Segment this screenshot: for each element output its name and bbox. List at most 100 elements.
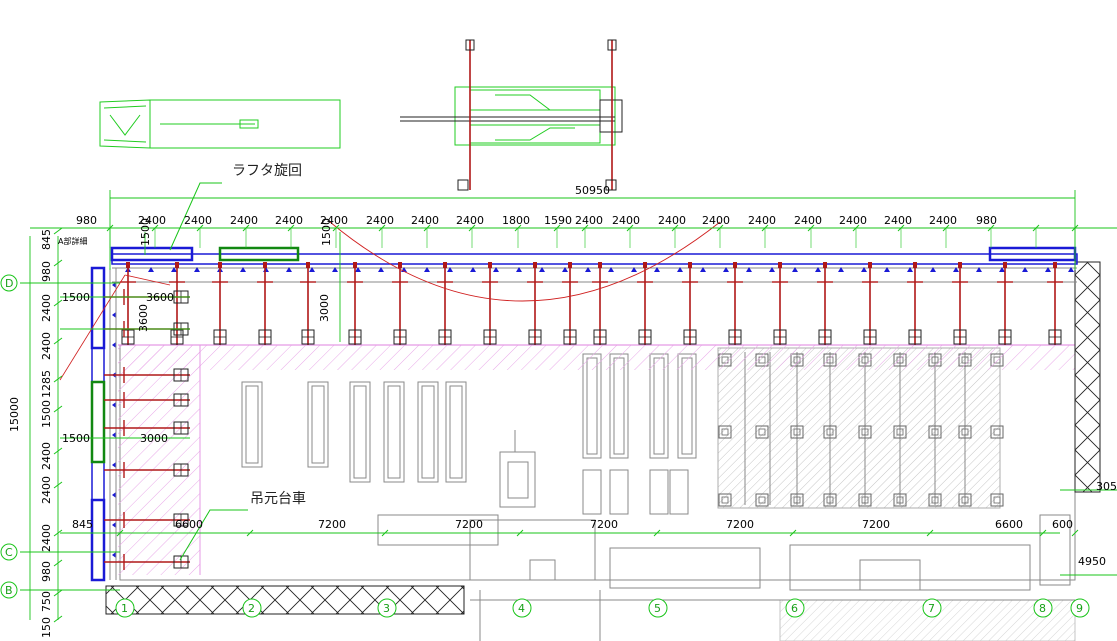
left-dim-tick (53, 259, 63, 267)
rail-mark (286, 267, 292, 272)
rail-mark (562, 267, 568, 272)
top-dim-1: 2400 (138, 214, 166, 227)
inner-dim-1500a: 1500 (62, 291, 90, 304)
bottom-dim-tick (116, 529, 124, 537)
axis-bubble (0, 581, 18, 599)
rail-mark (112, 282, 116, 288)
steel-support (727, 262, 743, 345)
steel-support (257, 262, 273, 345)
left-dim-6: 2400 (40, 442, 53, 470)
building-column-core (993, 428, 1001, 436)
top-dim-10: 1590 (544, 214, 572, 227)
rail-mark (112, 432, 116, 438)
rail-mark (976, 267, 982, 272)
steel-support (682, 262, 698, 345)
rail-mark (378, 267, 384, 272)
rail-mark (493, 267, 499, 272)
top-dim-17: 2400 (839, 214, 867, 227)
building-column-core (993, 496, 1001, 504)
axis-bubble (922, 598, 942, 618)
steel-support (527, 262, 543, 345)
steel-support (104, 367, 190, 383)
left-dim-tick (53, 299, 63, 307)
rail-mark (194, 267, 200, 272)
building-column-core (721, 496, 729, 504)
axis-label: 7 (928, 602, 935, 615)
top-dim-0: 980 (76, 214, 97, 227)
steel-support (817, 262, 833, 345)
building-column (790, 493, 804, 507)
axis-label: 1 (121, 602, 128, 615)
rail-mark (746, 267, 752, 272)
rafter-leader (169, 182, 222, 251)
top-dim-19: 2400 (929, 214, 957, 227)
left-dimension-texts: 8459802400240012851500240024002400980750… (40, 229, 53, 638)
rail-mark (654, 267, 660, 272)
rail-mark (355, 267, 361, 272)
building-column (990, 425, 1004, 439)
rail-mark (792, 267, 798, 272)
rail-mark (631, 267, 637, 272)
axis-label: 3 (383, 602, 390, 615)
rail-mark (112, 342, 116, 348)
steel-support (104, 512, 190, 528)
building-column-core (826, 496, 834, 504)
building-column-core (826, 428, 834, 436)
steel-support (952, 262, 968, 345)
left-dim-tick (53, 559, 63, 567)
axis-label: 5 (654, 602, 661, 615)
right-truss (1074, 261, 1101, 493)
top-dim-3: 2400 (230, 214, 258, 227)
axis-bubble (785, 598, 805, 618)
bottom-dim-tick (1071, 529, 1079, 537)
building-column (928, 425, 942, 439)
steel-support (392, 262, 408, 345)
steel-support (300, 262, 316, 345)
axis-label: C (5, 546, 13, 559)
building-column-core (758, 496, 766, 504)
building-column (858, 425, 872, 439)
axis-label: 9 (1076, 602, 1083, 615)
rail-mark (1045, 267, 1051, 272)
bottom-dim-3: 7200 (455, 518, 483, 531)
detail-label: A部詳細 (58, 236, 87, 246)
steel-support (637, 262, 653, 345)
building-column-core (896, 496, 904, 504)
rail-mark (332, 267, 338, 272)
rail-mark (838, 267, 844, 272)
inner-dim-1500c: 1500 (320, 218, 333, 246)
bottom-dim-7: 6600 (995, 518, 1023, 531)
steel-support (997, 262, 1013, 345)
building-column-core (961, 496, 969, 504)
rail-mark (112, 522, 116, 528)
rail-mark (769, 267, 775, 272)
bottom-dim-8: 600 (1052, 518, 1073, 531)
top-dim-5: 2400 (320, 214, 348, 227)
building-column-core (961, 428, 969, 436)
steel-support (482, 262, 498, 345)
rail-mark (470, 267, 476, 272)
left-dim-8: 2400 (40, 524, 53, 552)
left-dim-10: 750 (40, 591, 53, 612)
building-column-core (721, 428, 729, 436)
rafter-label: ラフタ旋回 (232, 163, 302, 179)
grid-axes-vertical: DCB (0, 274, 18, 599)
building-column (718, 425, 732, 439)
rail-green-block-left (90, 380, 106, 464)
bottom-dim-4: 7200 (590, 518, 618, 531)
bottom-dim-tick (789, 529, 797, 537)
left-dim-7: 2400 (40, 476, 53, 504)
rail-mark (585, 267, 591, 272)
axis-label: D (5, 277, 13, 290)
steel-support (120, 262, 136, 345)
inner-dim-3600a: 3600 (146, 291, 174, 304)
rail-mark (240, 267, 246, 272)
work-zone-hatch (118, 344, 1075, 575)
top-dim-8: 2400 (456, 214, 484, 227)
rail-mark (447, 267, 453, 272)
top-dim-14: 2400 (702, 214, 730, 227)
inner-dim-1500b: 1500 (139, 218, 152, 246)
bottom-dim-tick (1039, 529, 1047, 537)
bottom-dim-tick (381, 529, 389, 537)
